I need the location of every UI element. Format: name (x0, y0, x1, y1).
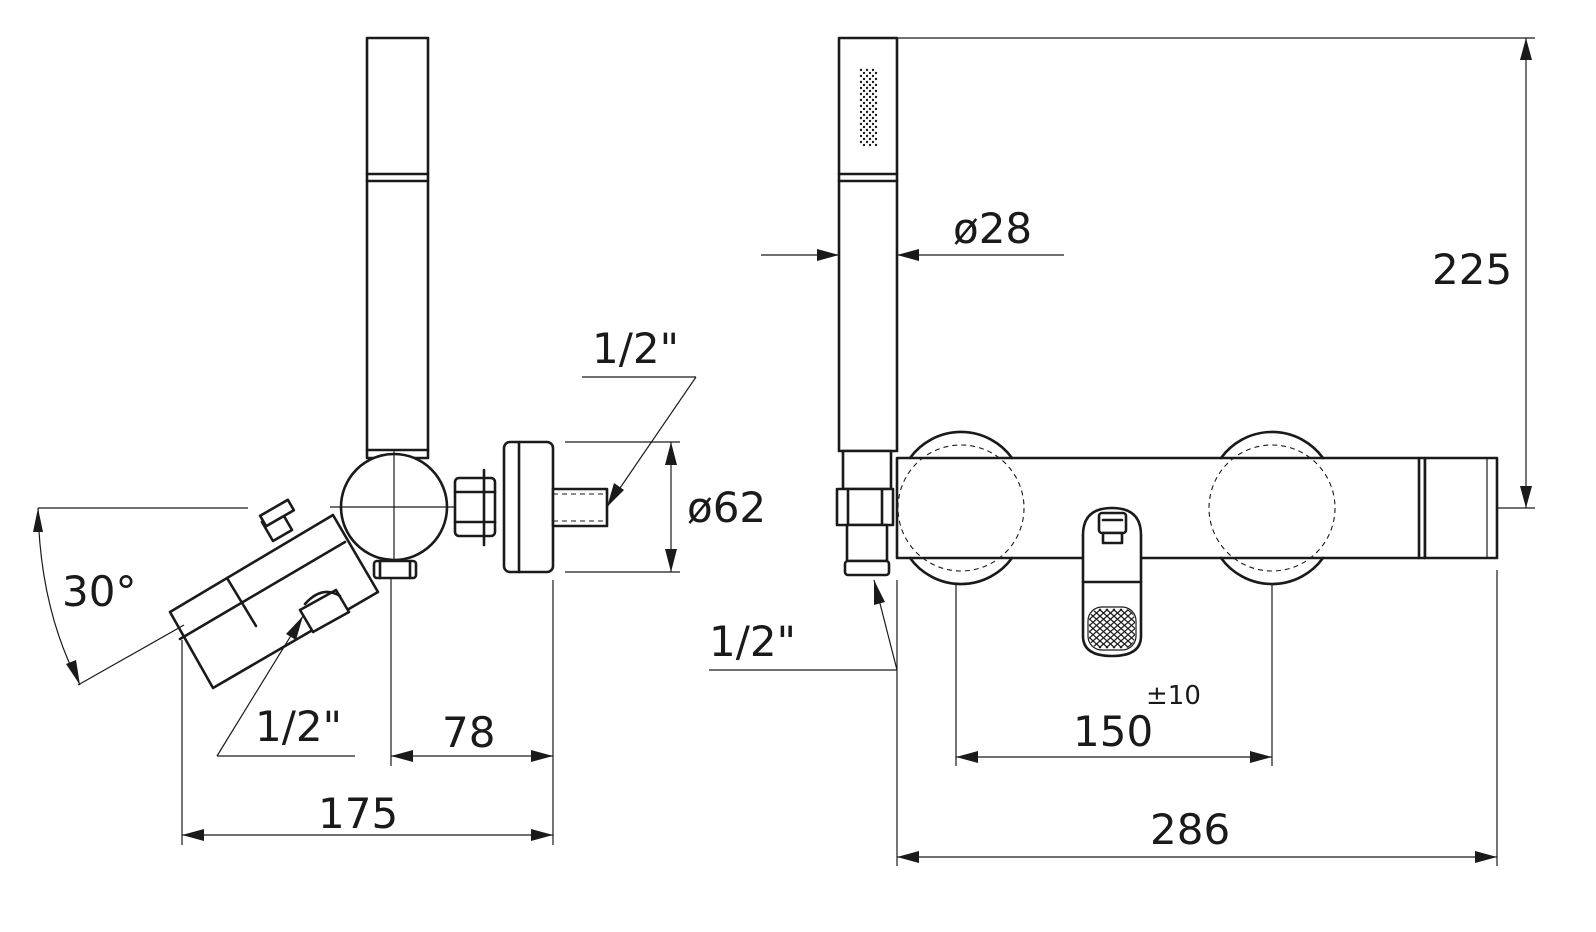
flange-diameter-label: ø62 (687, 483, 766, 532)
front-body (895, 430, 1499, 586)
pipe-bottom-label: 1/2" (255, 702, 342, 751)
spray-holes (859, 68, 878, 147)
dim-286: 286 (896, 570, 1498, 866)
depth-total-label: 175 (318, 789, 398, 838)
dim-150: 150 ±10 (955, 583, 1273, 766)
front-hand-shower (835, 36, 899, 577)
side-joint (330, 450, 455, 580)
centers-tolerance-label: ±10 (1146, 681, 1201, 711)
hand-shower-diameter-label: ø28 (953, 204, 1032, 253)
dim-225: 225 (897, 37, 1535, 509)
side-hand-shower (365, 36, 430, 460)
dim-175: 175 (181, 640, 553, 845)
angle-label: 30° (62, 567, 136, 616)
pipe-top-label: 1/2" (592, 324, 679, 373)
pipe-right-label: 1/2" (709, 617, 796, 666)
height-label: 225 (1432, 245, 1512, 294)
side-tilted-body (168, 498, 380, 690)
dim-flange: ø62 (565, 441, 766, 573)
dim-pipe-top: 1/2" (582, 324, 697, 508)
side-connection (453, 440, 609, 574)
front-spout (1081, 506, 1143, 658)
dim-hand-shower: ø28 (761, 204, 1064, 261)
side-view: 30° 1/2" ø62 1/2" (33, 36, 766, 845)
front-view: ø28 225 1/2" 150 ±10 (709, 36, 1535, 866)
dim-angle: 30° (33, 507, 248, 686)
centers-label: 150 (1073, 707, 1153, 756)
aerator-mesh (1089, 608, 1135, 649)
depth-flange-label: 78 (442, 708, 495, 757)
width-total-label: 286 (1150, 805, 1230, 854)
dim-78: 78 (390, 578, 554, 845)
dim-pipe-bottom: 1/2" (216, 615, 355, 757)
dim-pipe-right: 1/2" (709, 579, 898, 671)
